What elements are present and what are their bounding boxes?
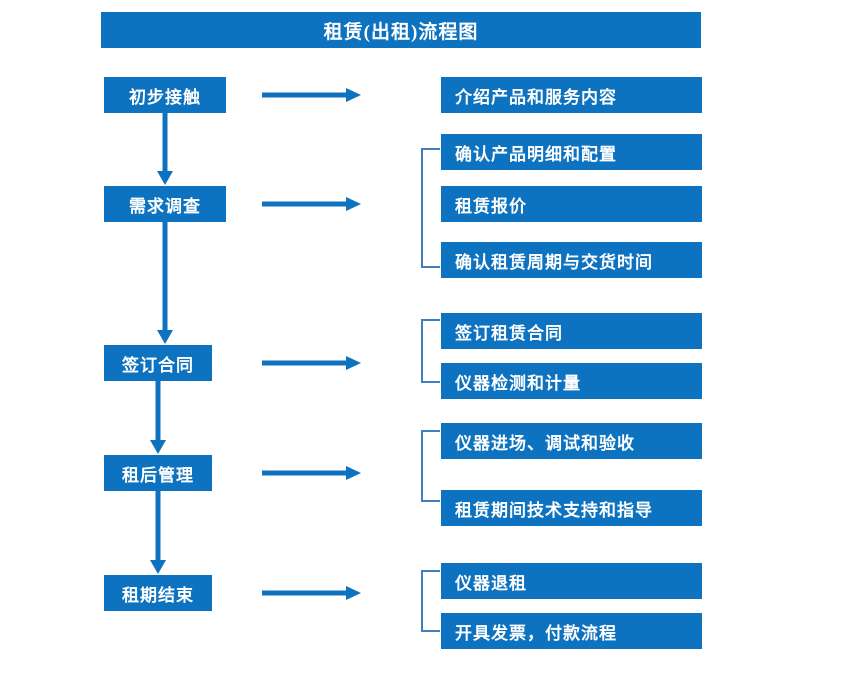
group-bracket-icon-3 — [419, 319, 441, 383]
detail-box-签订租赁合同[interactable]: 签订租赁合同 — [441, 313, 702, 349]
arrow-right-icon-4 — [262, 462, 362, 484]
detail-box-介绍产品和服务内容[interactable]: 介绍产品和服务内容 — [441, 77, 702, 113]
arrow-down-icon-2 — [154, 222, 176, 345]
detail-box-仪器检测和计量[interactable]: 仪器检测和计量 — [441, 363, 702, 399]
arrow-right-icon-5 — [262, 582, 362, 604]
detail-box-开具发票付款流程[interactable]: 开具发票，付款流程 — [441, 613, 702, 649]
arrow-right-icon-3 — [262, 352, 362, 374]
detail-box-租赁报价[interactable]: 租赁报价 — [441, 186, 702, 222]
stage-box-租后管理[interactable]: 租后管理 — [104, 455, 212, 491]
group-bracket-icon-4 — [419, 430, 441, 502]
page-title: 租赁(出租)流程图 — [101, 12, 701, 48]
group-bracket-icon-5 — [419, 570, 441, 632]
detail-box-租赁期间技术支持和指导[interactable]: 租赁期间技术支持和指导 — [441, 490, 702, 526]
arrow-right-icon-2 — [262, 193, 362, 215]
stage-box-签订合同[interactable]: 签订合同 — [104, 345, 212, 381]
detail-box-仪器进场调试和验收[interactable]: 仪器进场、调试和验收 — [441, 423, 702, 459]
arrow-down-icon-3 — [147, 381, 169, 455]
detail-box-确认租赁周期与交货时间[interactable]: 确认租赁周期与交货时间 — [441, 242, 702, 278]
stage-box-租期结束[interactable]: 租期结束 — [104, 575, 212, 611]
detail-box-确认产品明细和配置[interactable]: 确认产品明细和配置 — [441, 134, 702, 170]
stage-box-需求调查[interactable]: 需求调查 — [104, 186, 226, 222]
arrow-down-icon-1 — [154, 113, 176, 186]
stage-box-初步接触[interactable]: 初步接触 — [104, 77, 226, 113]
detail-box-仪器退租[interactable]: 仪器退租 — [441, 563, 702, 599]
arrow-right-icon-1 — [262, 84, 362, 106]
group-bracket-icon-2 — [419, 148, 441, 268]
arrow-down-icon-4 — [147, 491, 169, 575]
